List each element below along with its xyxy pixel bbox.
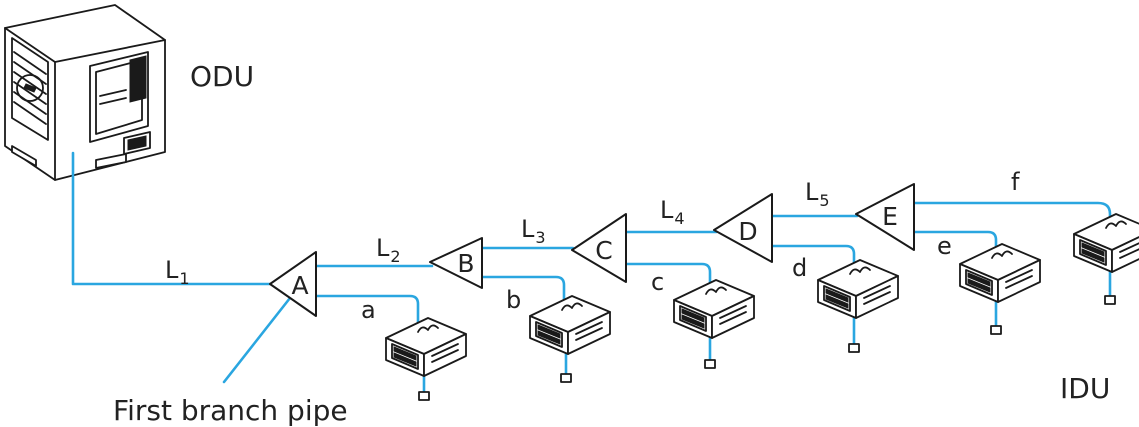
pipe-a (310, 294, 420, 332)
branch-joint-d: D (713, 193, 773, 263)
svg-text:E: E (882, 202, 898, 231)
pipe-label-l1: L1 (165, 256, 190, 288)
pipe-label-c: c (651, 268, 664, 296)
pipe-d (768, 244, 856, 274)
pipe-f (910, 201, 1112, 228)
pipe-label-l5: L5 (805, 178, 830, 210)
pipe-label-b: b (506, 286, 521, 314)
outdoor-unit-icon (4, 4, 166, 181)
pipe-c (622, 262, 712, 294)
pipe-l1 (71, 151, 274, 286)
svg-text:A: A (291, 271, 308, 300)
branch-joint-a: A (269, 251, 317, 317)
pipe-label-f: f (1011, 168, 1020, 196)
svg-text:D: D (738, 217, 757, 246)
branch-joint-b: B (429, 237, 483, 289)
indoor-unit-e-icon (959, 243, 1041, 335)
odu-label: ODU (190, 60, 254, 93)
indoor-unit-b-icon (529, 295, 611, 383)
indoor-unit-c-icon (673, 279, 755, 369)
pipe-network (71, 151, 1112, 394)
first-branch-leader-line (222, 296, 292, 384)
pipe-label-l3: L3 (521, 215, 546, 247)
pipe-label-e: e (937, 232, 952, 260)
pipe-b (478, 275, 566, 310)
first-branch-pipe-label: First branch pipe (113, 394, 348, 427)
svg-text:B: B (457, 249, 474, 278)
pipe-label-a: a (361, 296, 376, 324)
indoor-unit-a-icon (385, 317, 467, 401)
pipe-label-l4: L4 (660, 196, 685, 228)
pipe-label-d: d (792, 254, 807, 282)
pipe-label-l2: L2 (376, 234, 401, 266)
idu-label: IDU (1060, 372, 1110, 405)
branch-joint-c: C (571, 213, 627, 283)
indoor-unit-f-icon (1073, 213, 1139, 305)
branch-joint-e: E (855, 183, 915, 251)
svg-text:C: C (595, 236, 612, 265)
indoor-unit-d-icon (817, 259, 899, 353)
pipe-e (910, 230, 998, 258)
